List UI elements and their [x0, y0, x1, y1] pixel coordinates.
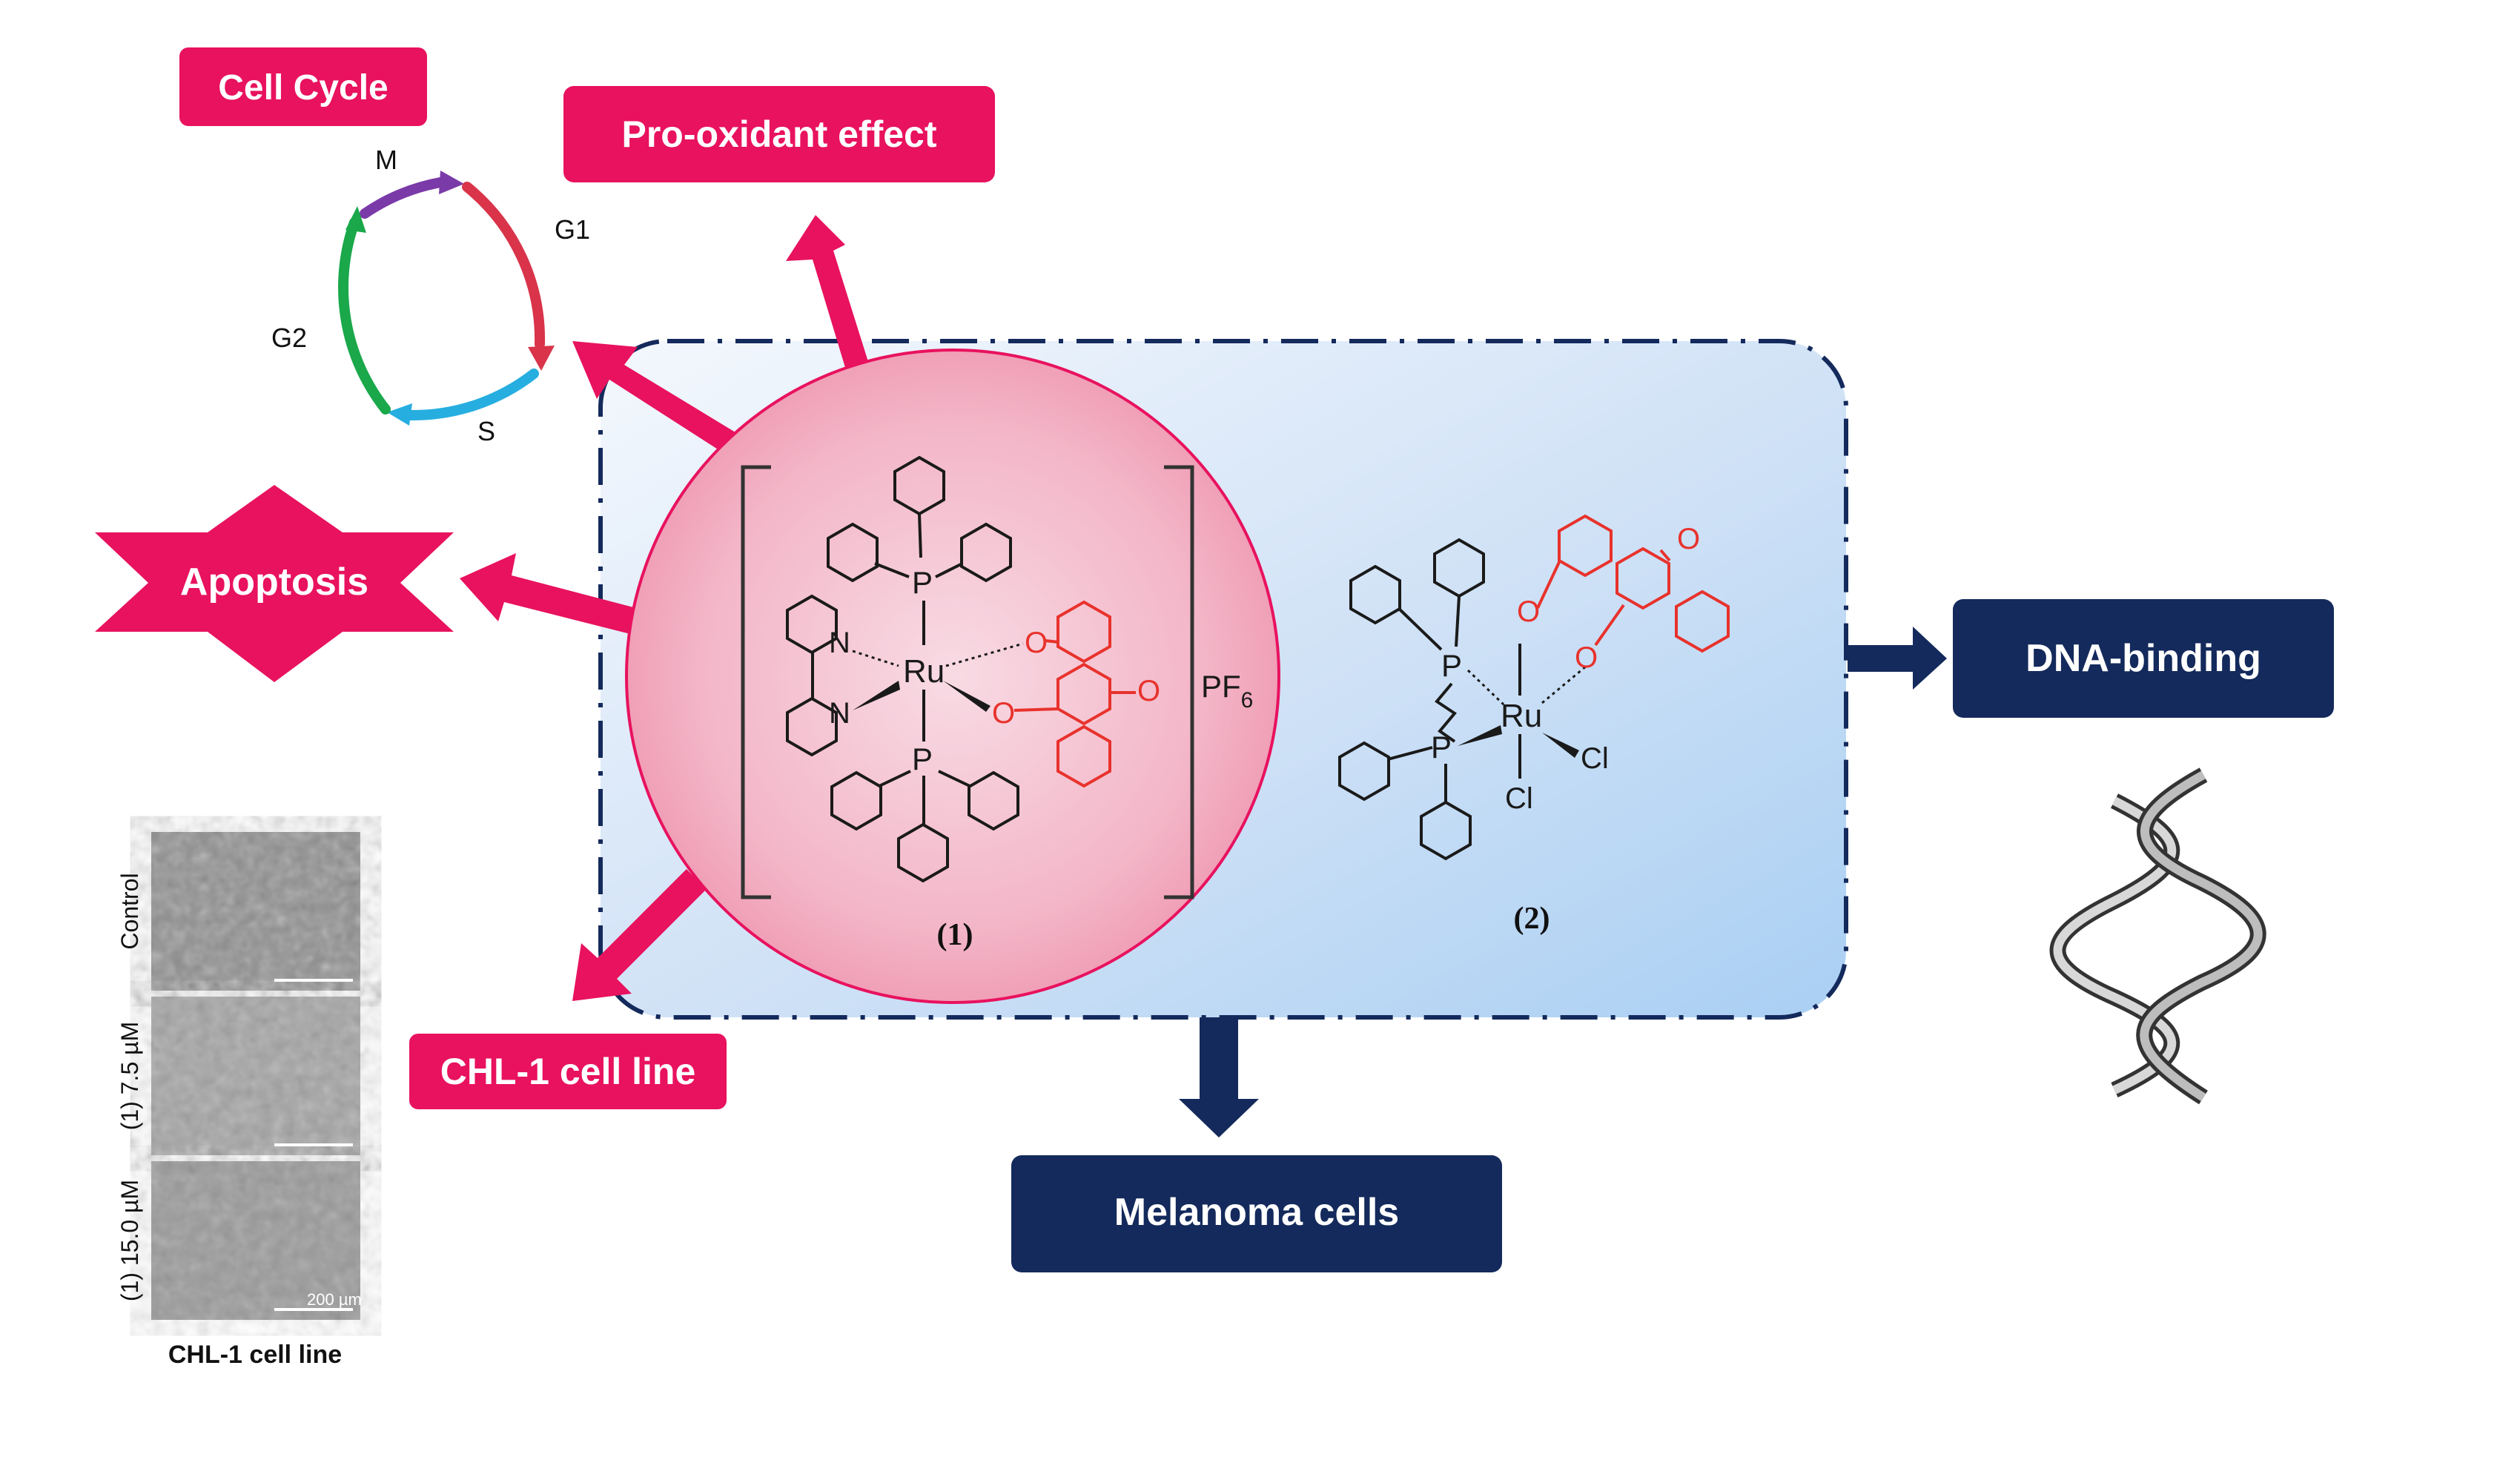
complex1-circle	[625, 349, 1280, 1004]
micrograph-panels: 200 µm Control (1) 7.5 µM (1) 15.0 µM CH…	[116, 832, 362, 1369]
cell-cycle-label: Cell Cycle	[218, 68, 388, 108]
cl-atom-right: Cl	[1581, 742, 1609, 775]
melanoma-box: Melanoma cells	[1011, 1155, 1502, 1272]
phase-g2-arc	[338, 217, 391, 414]
phase-g1-label: G1	[555, 214, 590, 245]
p-atom-bottom: P	[912, 742, 933, 776]
navy-arrows	[1179, 627, 1947, 1137]
o-atom-quinone-2: O	[1677, 523, 1700, 555]
o-atom-phenolate-2: O	[1517, 595, 1540, 628]
o-atom-quinone: O	[1137, 675, 1160, 707]
p-atom-top: P	[912, 565, 933, 600]
o-atom-ketone: O	[992, 697, 1015, 730]
cell-cycle-diagram	[338, 171, 555, 426]
cell-cycle-box: Cell Cycle	[179, 47, 427, 126]
bracket-right	[1164, 465, 1194, 899]
apoptosis-badge: Apoptosis	[95, 485, 454, 682]
complex1-structure: PF6 P Ru N N O O O P	[741, 456, 1253, 952]
ru-atom-2: Ru	[1501, 698, 1542, 734]
p-atom-lower: P	[1431, 730, 1452, 764]
arrow-to-dna	[1848, 627, 1947, 690]
phase-m-label: M	[375, 145, 397, 175]
arrow-to-melanoma	[1179, 1017, 1259, 1137]
o-atom-ketone-2: O	[1575, 641, 1598, 674]
n-atom-top: N	[829, 627, 850, 659]
phase-g2-label: G2	[271, 323, 307, 353]
cl-atom-bottom: Cl	[1505, 782, 1533, 815]
dna-helix-icon	[2049, 767, 2266, 1105]
phase-s-label: S	[477, 416, 495, 446]
pro-oxidant-label: Pro-oxidant effect	[621, 113, 936, 155]
n-atom-bottom: N	[829, 697, 850, 730]
dna-binding-label: DNA-binding	[2025, 637, 2261, 680]
complex2-label: (2)	[1514, 902, 1550, 936]
dna-binding-box: DNA-binding	[1953, 599, 2334, 718]
bracket-left	[741, 465, 771, 899]
chl1-label: CHL-1 cell line	[440, 1051, 696, 1092]
o-atom-phenolate: O	[1025, 627, 1048, 659]
phase-s-arc	[406, 369, 539, 421]
scale-bar-label: 200 µm	[307, 1290, 362, 1309]
micrograph-caption: CHL-1 cell line	[168, 1341, 342, 1369]
panel-label-7-5: (1) 7.5 µM	[116, 1022, 143, 1130]
arrow-to-cell-cycle	[572, 341, 749, 460]
arrow-to-apoptosis	[460, 553, 636, 634]
arrow-to-chl1	[572, 869, 706, 1001]
pink-arrows	[460, 215, 873, 1001]
pro-oxidant-box: Pro-oxidant effect	[563, 86, 995, 182]
phase-g1-arc	[462, 182, 546, 349]
panel-label-control: Control	[116, 873, 143, 949]
phase-m-arc	[360, 177, 446, 219]
p-atom-upper: P	[1441, 648, 1462, 683]
complex2-structure: P Ru P Cl Cl O O O (2)	[1338, 515, 1730, 936]
ru-atom-1: Ru	[903, 653, 945, 690]
arrow-to-pro-oxidant	[786, 215, 873, 387]
chl1-box: CHL-1 cell line	[409, 1034, 727, 1109]
apoptosis-label: Apoptosis	[180, 561, 368, 604]
melanoma-label: Melanoma cells	[1114, 1191, 1399, 1234]
panel-label-15: (1) 15.0 µM	[116, 1180, 143, 1301]
complex1-label: (1)	[937, 918, 973, 952]
counterion-label: PF6	[1201, 669, 1253, 713]
